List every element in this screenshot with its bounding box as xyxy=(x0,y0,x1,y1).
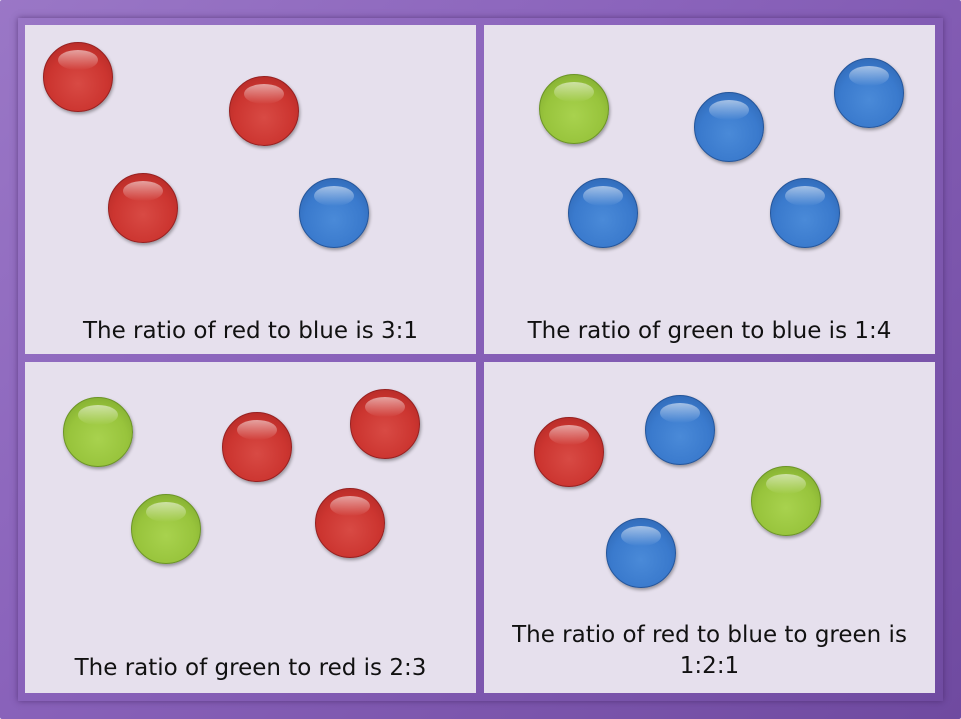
red-ball xyxy=(350,389,420,459)
green-ball xyxy=(131,494,201,564)
panel-caption-line1: The ratio of red to blue to green is xyxy=(512,622,907,648)
panel-caption: The ratio of green to red is 2:3 xyxy=(74,655,427,681)
blue-ball xyxy=(770,178,840,248)
red-ball xyxy=(315,488,385,558)
red-ball xyxy=(534,417,604,487)
green-ball xyxy=(539,74,609,144)
blue-ball xyxy=(606,518,676,588)
panel-caption: The ratio of red to blue is 3:1 xyxy=(82,318,419,344)
red-ball xyxy=(229,76,299,146)
red-ball xyxy=(108,173,178,243)
panel-caption-line2: 1:2:1 xyxy=(679,653,740,679)
green-ball xyxy=(751,466,821,536)
panel-red-blue-green: The ratio of red to blue to green is 1:2… xyxy=(484,362,935,693)
blue-ball xyxy=(834,58,904,128)
blue-ball xyxy=(568,178,638,248)
blue-ball xyxy=(645,395,715,465)
red-ball xyxy=(43,42,113,112)
panel-caption: The ratio of green to blue is 1:4 xyxy=(527,318,892,344)
blue-ball xyxy=(299,178,369,248)
panel-red-to-blue: The ratio of red to blue is 3:1 xyxy=(25,25,476,354)
green-ball xyxy=(63,397,133,467)
red-ball xyxy=(222,412,292,482)
panel-green-to-blue: The ratio of green to blue is 1:4 xyxy=(484,25,935,354)
blue-ball xyxy=(694,92,764,162)
panel-green-to-red: The ratio of green to red is 2:3 xyxy=(25,362,476,693)
